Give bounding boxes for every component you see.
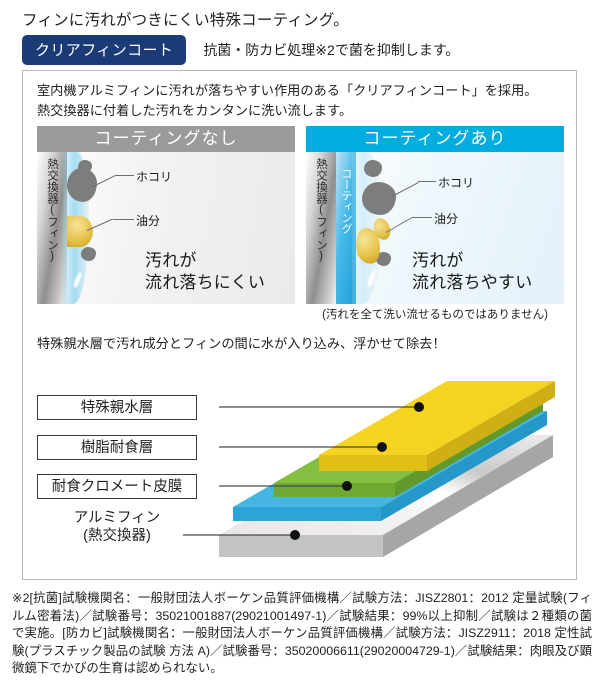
badge-row: クリアフィンコート 抗菌・防カビ処理※2で菌を抑制します。 [22,35,459,65]
intro-line-2: 熱交換器に付着した汚れをカンタンに洗い流します。 [37,103,353,119]
intro-line-1: 室内機アルミフィンに汚れが落ちやすい作用のある「クリアフィンコート」を採用。 [37,83,538,98]
lower-description: 特殊親水層で汚れ成分とフィンの間に水が入り込み、浮かせて除去！ [37,336,446,351]
dust-blob-small [364,160,382,177]
oil-label: 油分 [434,212,459,226]
result-line-1: 汚れが [412,251,464,270]
heat-exchanger-fin-strip: 熱交換器(フィン) [306,152,336,304]
panel-no-coating: コーティングなし 熱交換器(フィン) ホコリ [37,126,295,304]
dust-blob-small-2 [376,252,391,266]
fin-label: 熱交換器(フィン) [315,158,327,263]
dust-blob [67,168,97,202]
oil-blob [67,216,93,247]
dust-leader-line-h [116,175,134,176]
intro-text: 室内機アルミフィンに汚れが落ちやすい作用のある「クリアフィンコート」を採用。 熱… [37,81,537,122]
dust-leader-line [391,181,419,197]
dust-blob [362,182,396,215]
page-title: フィンに汚れがつきにくい特殊コーティング。 [22,12,349,29]
layer-label-aluminium-line-1: アルミフィン [73,510,161,526]
comparison-panels: コーティングなし 熱交換器(フィン) ホコリ [37,126,564,321]
feature-badge: クリアフィンコート [22,35,187,65]
connector-dot-chromate [342,481,352,491]
connector-dot-resin [377,442,387,452]
dust-label: ホコリ [136,170,173,184]
layer-label-resin: 樹脂耐食層 [37,435,197,460]
connector-dot-aluminium [290,530,300,540]
oil-leader-line-h [113,219,134,220]
heat-exchanger-fin-strip: 熱交換器(フィン) [37,152,67,304]
layer-label-hydrophilic: 特殊親水層 [37,395,197,420]
fin-label: 熱交換器(フィン) [46,158,58,263]
dust-leader-line-h [418,181,436,182]
panel-no-coating-body: 熱交換器(フィン) ホコリ 油分 [37,152,295,304]
layer-label-aluminium-line-2: (熱交換器) [83,528,151,545]
result-line-1: 汚れが [145,251,197,270]
oil-label: 油分 [136,214,161,228]
dust-blob-small-2 [81,247,96,261]
panel-caption: (汚れを全て洗い流せるものではありません) [322,309,548,321]
panel-no-coating-result: 汚れが 流れ落ちにくい [145,250,265,294]
result-line-2: 流れ落ちやすい [412,272,533,292]
layer-shape-hydrophilic [319,381,555,471]
layer-label-chromate: 耐食クロメート皮膜 [37,474,197,499]
panel-no-coating-title: コーティングなし [37,126,295,152]
coating-label: コーティング [340,168,352,234]
panel-with-coating-result: 汚れが 流れ落ちやすい [412,250,532,294]
panel-with-coating-body: 熱交換器(フィン) コーティング ホコリ [306,152,564,304]
panel-with-coating-title: コーティングあり [306,126,564,152]
layer-label-aluminium: アルミフィン (熱交換器) [37,509,197,545]
badge-note: 抗菌・防カビ処理※2で菌を抑制します。 [203,42,460,58]
content-box: 室内機アルミフィンに汚れが落ちやすい作用のある「クリアフィンコート」を採用。 熱… [22,70,577,580]
oil-leader-line [385,217,413,233]
oil-leader-line-h [412,217,432,218]
panel-with-coating: コーティングあり 熱交換器(フィン) コーティング [306,126,564,304]
dust-label: ホコリ [438,176,475,190]
dust-blob-small [78,160,92,173]
footnote: ※2[抗菌]試験機関名：一般財団法人ボーケン品質評価機構／試験方法：JISZ28… [12,591,592,676]
result-line-2: 流れ落ちにくい [145,272,266,292]
layer-stack-illustration [183,381,555,557]
layer-diagram: 特殊親水層 樹脂耐食層 耐食クロメート皮膜 アルミフィン (熱交換器) [23,357,576,579]
connector-dot-hydrophilic [414,402,424,412]
coating-strip: コーティング [336,152,356,304]
